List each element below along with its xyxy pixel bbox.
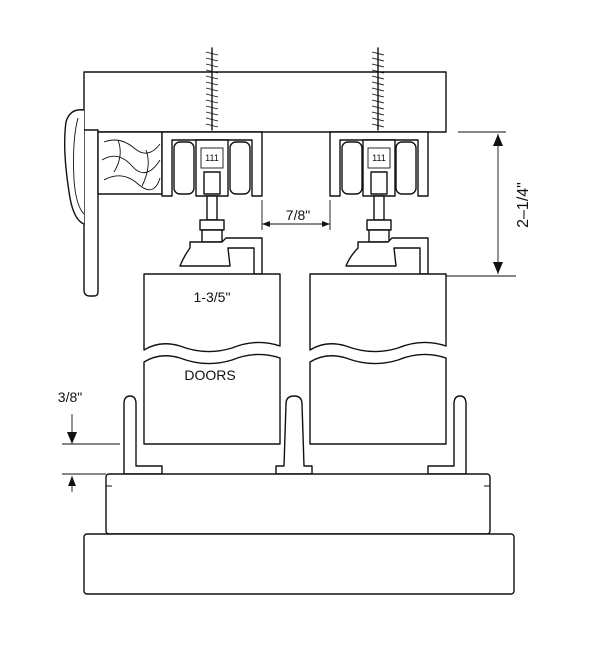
wood-blocking <box>97 131 163 195</box>
header-jamb <box>83 71 447 133</box>
floor-slab <box>83 533 515 595</box>
doors-label: DOORS <box>184 367 235 383</box>
left-roller-mark: 111 <box>205 153 219 163</box>
spacing-dimension: 7/8" <box>261 200 331 230</box>
left-roller-assembly: 111 <box>161 131 263 275</box>
gap-label: 3/8" <box>58 389 82 405</box>
gap-dimension: 3/8" <box>58 389 120 492</box>
floor-guides <box>123 395 467 475</box>
left-door: 1-3/5" DOORS <box>143 273 281 445</box>
right-roller-assembly: 111 <box>329 131 429 275</box>
height-label: 2–1/4" <box>515 182 532 228</box>
door-thickness-label: 1-3/5" <box>194 289 231 305</box>
left-mounting-screw <box>205 47 219 131</box>
floor-threshold <box>105 473 491 535</box>
right-roller-mark: 111 <box>372 153 386 163</box>
height-dimension: 2–1/4" <box>444 131 532 277</box>
right-mounting-screw <box>371 47 385 131</box>
side-jamb <box>63 109 99 297</box>
spacing-label: 7/8" <box>286 207 310 223</box>
right-door <box>309 273 447 445</box>
